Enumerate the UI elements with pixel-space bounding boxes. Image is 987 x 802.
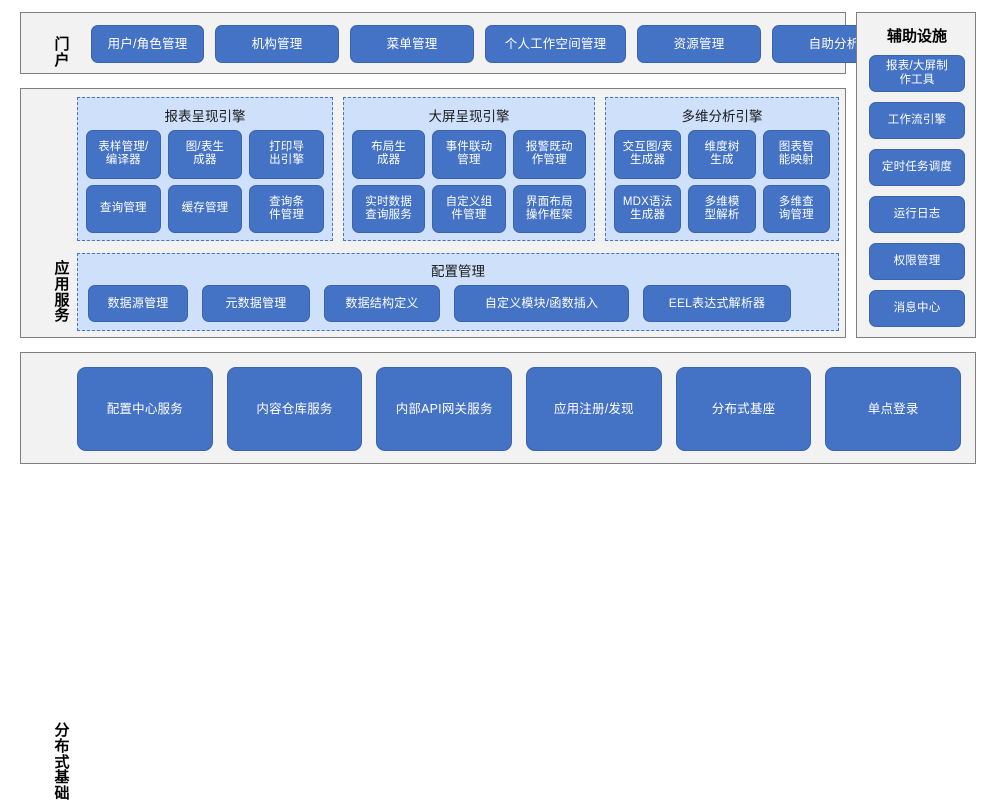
engine-0-item-3[interactable]: 查询管理: [86, 184, 161, 233]
distributed-base-section: 分布式基础 配置中心服务内容仓库服务内部API网关服务应用注册/发现分布式基座单…: [20, 352, 976, 801]
engine-2-item-0[interactable]: 交互图/表 生成器: [614, 130, 682, 179]
distributed-base-items-row: 配置中心服务内容仓库服务内部API网关服务应用注册/发现分布式基座单点登录: [77, 367, 962, 451]
auxiliary-section-title: 辅助设施: [886, 28, 947, 45]
engine-1-item-1[interactable]: 事件联动 管理: [432, 130, 506, 179]
config-item-3[interactable]: 自定义模块/函数插入: [454, 285, 629, 322]
auxiliary-item-5[interactable]: 消息中心: [869, 290, 965, 327]
application-service-section: 应用服务 报表呈现引擎表样管理/ 编译器图/表生 成器打印导 出引擎查询管理缓存…: [20, 88, 846, 338]
portal-item-2[interactable]: 菜单管理: [350, 25, 474, 63]
auxiliary-item-0[interactable]: 报表/大屏制 作工具: [869, 55, 965, 92]
engine-panel-grid-1: 布局生 成器事件联动 管理报警既动 作管理实时数据 查询服务自定义组 件管理界面…: [352, 130, 586, 233]
portal-items-row: 用户/角色管理机构管理菜单管理个人工作空间管理资源管理自助分析: [91, 25, 896, 63]
distributed-base-item-2[interactable]: 内部API网关服务: [376, 367, 513, 451]
distributed-base-item-3[interactable]: 应用注册/发现: [526, 367, 662, 451]
distributed-base-item-4[interactable]: 分布式基座: [675, 367, 812, 451]
auxiliary-item-4[interactable]: 权限管理: [869, 243, 965, 280]
engine-1-item-0[interactable]: 布局生 成器: [352, 130, 426, 179]
engine-2-item-3[interactable]: MDX语法 生成器: [614, 184, 682, 233]
engine-0-item-4[interactable]: 缓存管理: [167, 184, 243, 233]
engine-panel-grid-2: 交互图/表 生成器维度树 生成图表智 能映射 MDX语法 生成器多维模 型解析多维…: [614, 130, 830, 233]
engine-1-item-2[interactable]: 报警既动 作管理: [512, 130, 586, 179]
engine-1-item-5[interactable]: 界面布局 操作框架: [512, 184, 586, 233]
engine-0-item-2[interactable]: 打印导 出引擎: [249, 130, 324, 179]
portal-item-3[interactable]: 个人工作空间管理: [485, 25, 626, 63]
engine-1-item-4[interactable]: 自定义组 件管理: [432, 184, 506, 233]
engine-panel-title-0: 报表呈现引擎: [164, 109, 246, 124]
distributed-base-item-0[interactable]: 配置中心服务: [77, 367, 213, 451]
config-item-0[interactable]: 数据源管理: [88, 285, 188, 322]
portal-section: 门户 用户/角色管理机构管理菜单管理个人工作空间管理资源管理自助分析: [20, 12, 896, 74]
auxiliary-section: 辅助设施 报表/大屏制 作工具工作流引擎定时任务调度运行日志权限管理消息中心: [856, 12, 976, 338]
engine-panel-title-2: 多维分析引擎: [681, 109, 763, 124]
engine-1-item-3[interactable]: 实时数据 查询服务: [352, 184, 426, 233]
distributed-base-item-1[interactable]: 内容仓库服务: [226, 367, 363, 451]
portal-item-1[interactable]: 机构管理: [215, 25, 339, 63]
auxiliary-items-list: 报表/大屏制 作工具工作流引擎定时任务调度运行日志权限管理消息中心: [869, 55, 965, 327]
config-management-panel: 配置管理 数据源管理元数据管理数据结构定义自定义模块/函数插入 EEL表达式解析器: [77, 253, 839, 331]
architecture-diagram: 门户 用户/角色管理机构管理菜单管理个人工作空间管理资源管理自助分析 应用服务 …: [20, 12, 976, 801]
engine-0-item-1[interactable]: 图/表生 成器: [167, 130, 243, 179]
engine-panel-grid-0: 表样管理/ 编译器图/表生 成器打印导 出引擎查询管理缓存管理查询条 件管理: [86, 130, 324, 233]
portal-item-0[interactable]: 用户/角色管理: [91, 25, 204, 63]
engine-2-item-4[interactable]: 多维模 型解析: [688, 184, 756, 233]
distributed-base-section-label: 分布式基础: [54, 722, 70, 802]
auxiliary-item-3[interactable]: 运行日志: [869, 196, 965, 233]
auxiliary-item-1[interactable]: 工作流引擎: [869, 102, 965, 139]
config-management-title: 配置管理: [431, 264, 485, 279]
engine-2-item-5[interactable]: 多维查 询管理: [762, 184, 830, 233]
config-management-items: 数据源管理元数据管理数据结构定义自定义模块/函数插入 EEL表达式解析器: [88, 285, 828, 322]
config-item-1[interactable]: 元数据管理: [202, 285, 310, 322]
engine-panel-0: 报表呈现引擎表样管理/ 编译器图/表生 成器打印导 出引擎查询管理缓存管理查询条…: [77, 97, 333, 241]
engine-panel-title-1: 大屏呈现引擎: [428, 109, 510, 124]
auxiliary-item-2[interactable]: 定时任务调度: [869, 149, 965, 186]
engine-2-item-1[interactable]: 维度树 生成: [688, 130, 756, 179]
portal-section-label: 门户: [54, 36, 70, 69]
engine-panel-2: 多维分析引擎交互图/表 生成器维度树 生成图表智 能映射 MDX语法 生成器多维模…: [605, 97, 839, 241]
engines-row: 报表呈现引擎表样管理/ 编译器图/表生 成器打印导 出引擎查询管理缓存管理查询条…: [77, 97, 839, 241]
config-item-2[interactable]: 数据结构定义: [324, 285, 440, 322]
engine-0-item-5[interactable]: 查询条 件管理: [249, 184, 324, 233]
distributed-base-item-5[interactable]: 单点登录: [825, 367, 962, 451]
engine-2-item-2[interactable]: 图表智 能映射: [762, 130, 830, 179]
engine-0-item-0[interactable]: 表样管理/ 编译器: [86, 130, 161, 179]
config-item-4[interactable]: EEL表达式解析器: [643, 285, 791, 322]
portal-item-4[interactable]: 资源管理: [637, 25, 761, 63]
engine-panel-1: 大屏呈现引擎布局生 成器事件联动 管理报警既动 作管理实时数据 查询服务自定义组…: [343, 97, 595, 241]
application-service-section-label: 应用服务: [54, 260, 70, 325]
